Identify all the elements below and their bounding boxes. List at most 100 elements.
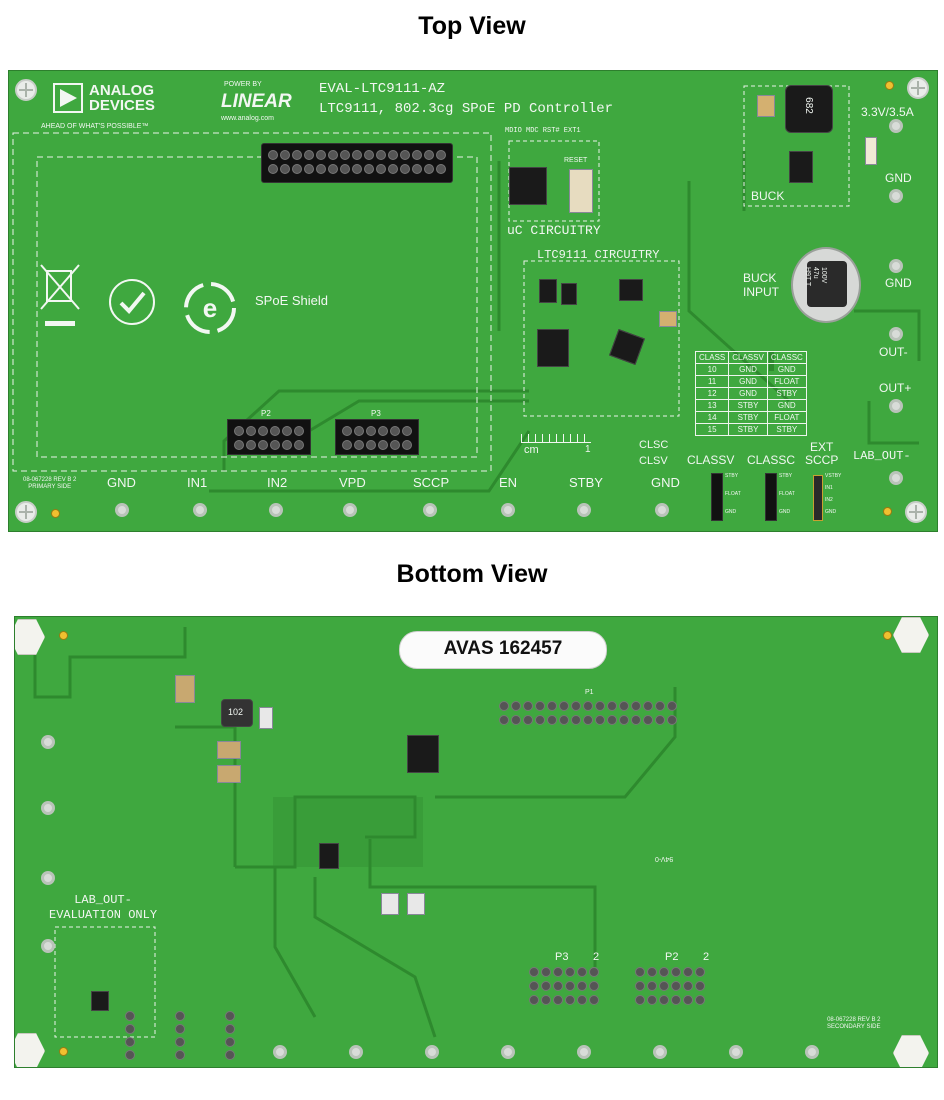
test-pad-in2[interactable] [269,503,283,517]
p1-label: P1 [585,689,594,696]
inductor-marking: 102 [228,707,244,717]
test-pad-gnd[interactable] [889,189,903,203]
lab-out-ic [91,991,109,1011]
test-pad[interactable] [729,1045,743,1059]
test-pad-lab-out[interactable] [889,471,903,485]
class-table-cell: 14 [694,411,730,424]
nylon-standoff [893,617,929,653]
test-pad-vpd[interactable] [343,503,357,517]
ext-sccp-pin-label: VSTBY [825,473,842,479]
bottom-inductor: 102 [221,699,253,727]
classv-jumper-label: STBY [725,473,739,479]
buck-regulator-ic [789,151,813,183]
out-plus-label: OUT+ [879,381,912,395]
p3-label: P3 [555,951,569,963]
test-pad-in1[interactable] [193,503,207,517]
fiducial-dot [51,509,60,518]
capacitor-component [865,137,877,165]
test-pad[interactable] [653,1045,667,1059]
class-table-header-row: CLASS CLASSV CLASSC [694,351,807,364]
test-pad[interactable] [41,871,55,885]
test-pad[interactable] [41,939,55,953]
test-pad-en[interactable] [501,503,515,517]
resistor-component [259,707,273,729]
ext-sccp-pin-label: IN2 [825,497,833,503]
test-pad[interactable] [425,1045,439,1059]
top-board: ANALOG DEVICES AHEAD OF WHAT'S POSSIBLE™… [8,70,938,532]
test-pad[interactable] [41,801,55,815]
test-pad-out-minus[interactable] [889,327,903,341]
asset-tag: AVAS 162457 [399,631,607,669]
test-pad-stby[interactable] [577,503,591,517]
mounting-hole [15,79,37,101]
fiducial-dot [59,1047,68,1056]
test-pad[interactable] [805,1045,819,1059]
clsc-label: CLSC [639,439,669,451]
led-component [381,893,399,915]
clsv-label: CLSV [639,455,668,467]
test-pad-sccp[interactable] [423,503,437,517]
uc-circuitry-label: uC CIRCUITRY [507,223,601,238]
test-pad-gnd[interactable] [889,259,903,273]
ul-mark: 94V-0 [655,855,674,862]
classc-jumper[interactable] [765,473,777,521]
pad-label-en: EN [499,475,518,490]
class-table-cell: 12 [694,387,730,400]
capacitor-marking: 100V 47u H9T T [804,267,827,287]
test-pad-vout[interactable] [889,119,903,133]
test-pad[interactable] [349,1045,363,1059]
uc-pins-label: MDIO MDC RST# EXT1 [505,127,581,135]
capacitor-component [175,675,195,703]
test-pad[interactable] [577,1045,591,1059]
top-view-heading: Top View [418,12,526,40]
class-table-header-cell: CLASS [694,351,730,364]
class-table-cell: 11 [694,375,730,388]
classv-jumper[interactable] [711,473,723,521]
analog-devices-wordmark: ANALOG DEVICES [89,82,155,114]
test-pad-out-plus[interactable] [889,399,903,413]
p3-header-connector [335,419,419,455]
pad-label-sccp: SCCP [413,475,450,490]
class-table-cell: 15 [694,423,730,436]
analog-devices-logo: ANALOG DEVICES AHEAD OF WHAT'S POSSIBLE™ [41,83,155,130]
class-table-header-cell: CLASSC [766,351,807,364]
class-table-cell: FLOAT [766,411,807,424]
uc-connector [509,167,547,205]
p2-label: P2 [665,951,679,963]
test-pad[interactable] [273,1045,287,1059]
logo-tagline: AHEAD OF WHAT'S POSSIBLE™ [41,123,149,130]
classv-jumper-label: GND [725,509,737,515]
weee-bin-icon [40,264,80,326]
ext-sccp-pin-label: IN1 [825,485,833,491]
pad-label-in1: IN1 [187,475,208,490]
buck-inductor: 682 [785,85,833,133]
ext-sccp-header[interactable] [813,475,823,521]
test-pad[interactable] [41,735,55,749]
website-label: www.analog.com [221,115,274,122]
bottom-mosfet [319,843,339,869]
class-table-header-cell: CLASSV [728,351,768,364]
revision-label: 08-067228 REV B 2 PRIMARY SIDE [23,477,77,490]
pad-label-gnd: GND [651,475,680,490]
class-table-cell: STBY [728,411,768,424]
class-table-cell: 13 [694,399,730,412]
test-pad-gnd[interactable] [655,503,669,517]
out-minus-label: OUT- [879,345,908,359]
test-pad[interactable] [501,1045,515,1059]
test-pad-gnd[interactable] [115,503,129,517]
reset-button[interactable] [569,169,593,213]
class-table-cell: 10 [694,363,730,376]
mounting-hole [15,501,37,523]
p3-label: P3 [371,409,381,418]
p2-pin-two-label: 2 [703,951,710,963]
class-table-cell: GND [728,375,768,388]
class-table-cell: STBY [728,399,768,412]
mounting-hole [905,501,927,523]
ext-sccp-label: EXT SCCP [805,440,839,467]
gnd-label-right-1: GND [885,171,912,185]
